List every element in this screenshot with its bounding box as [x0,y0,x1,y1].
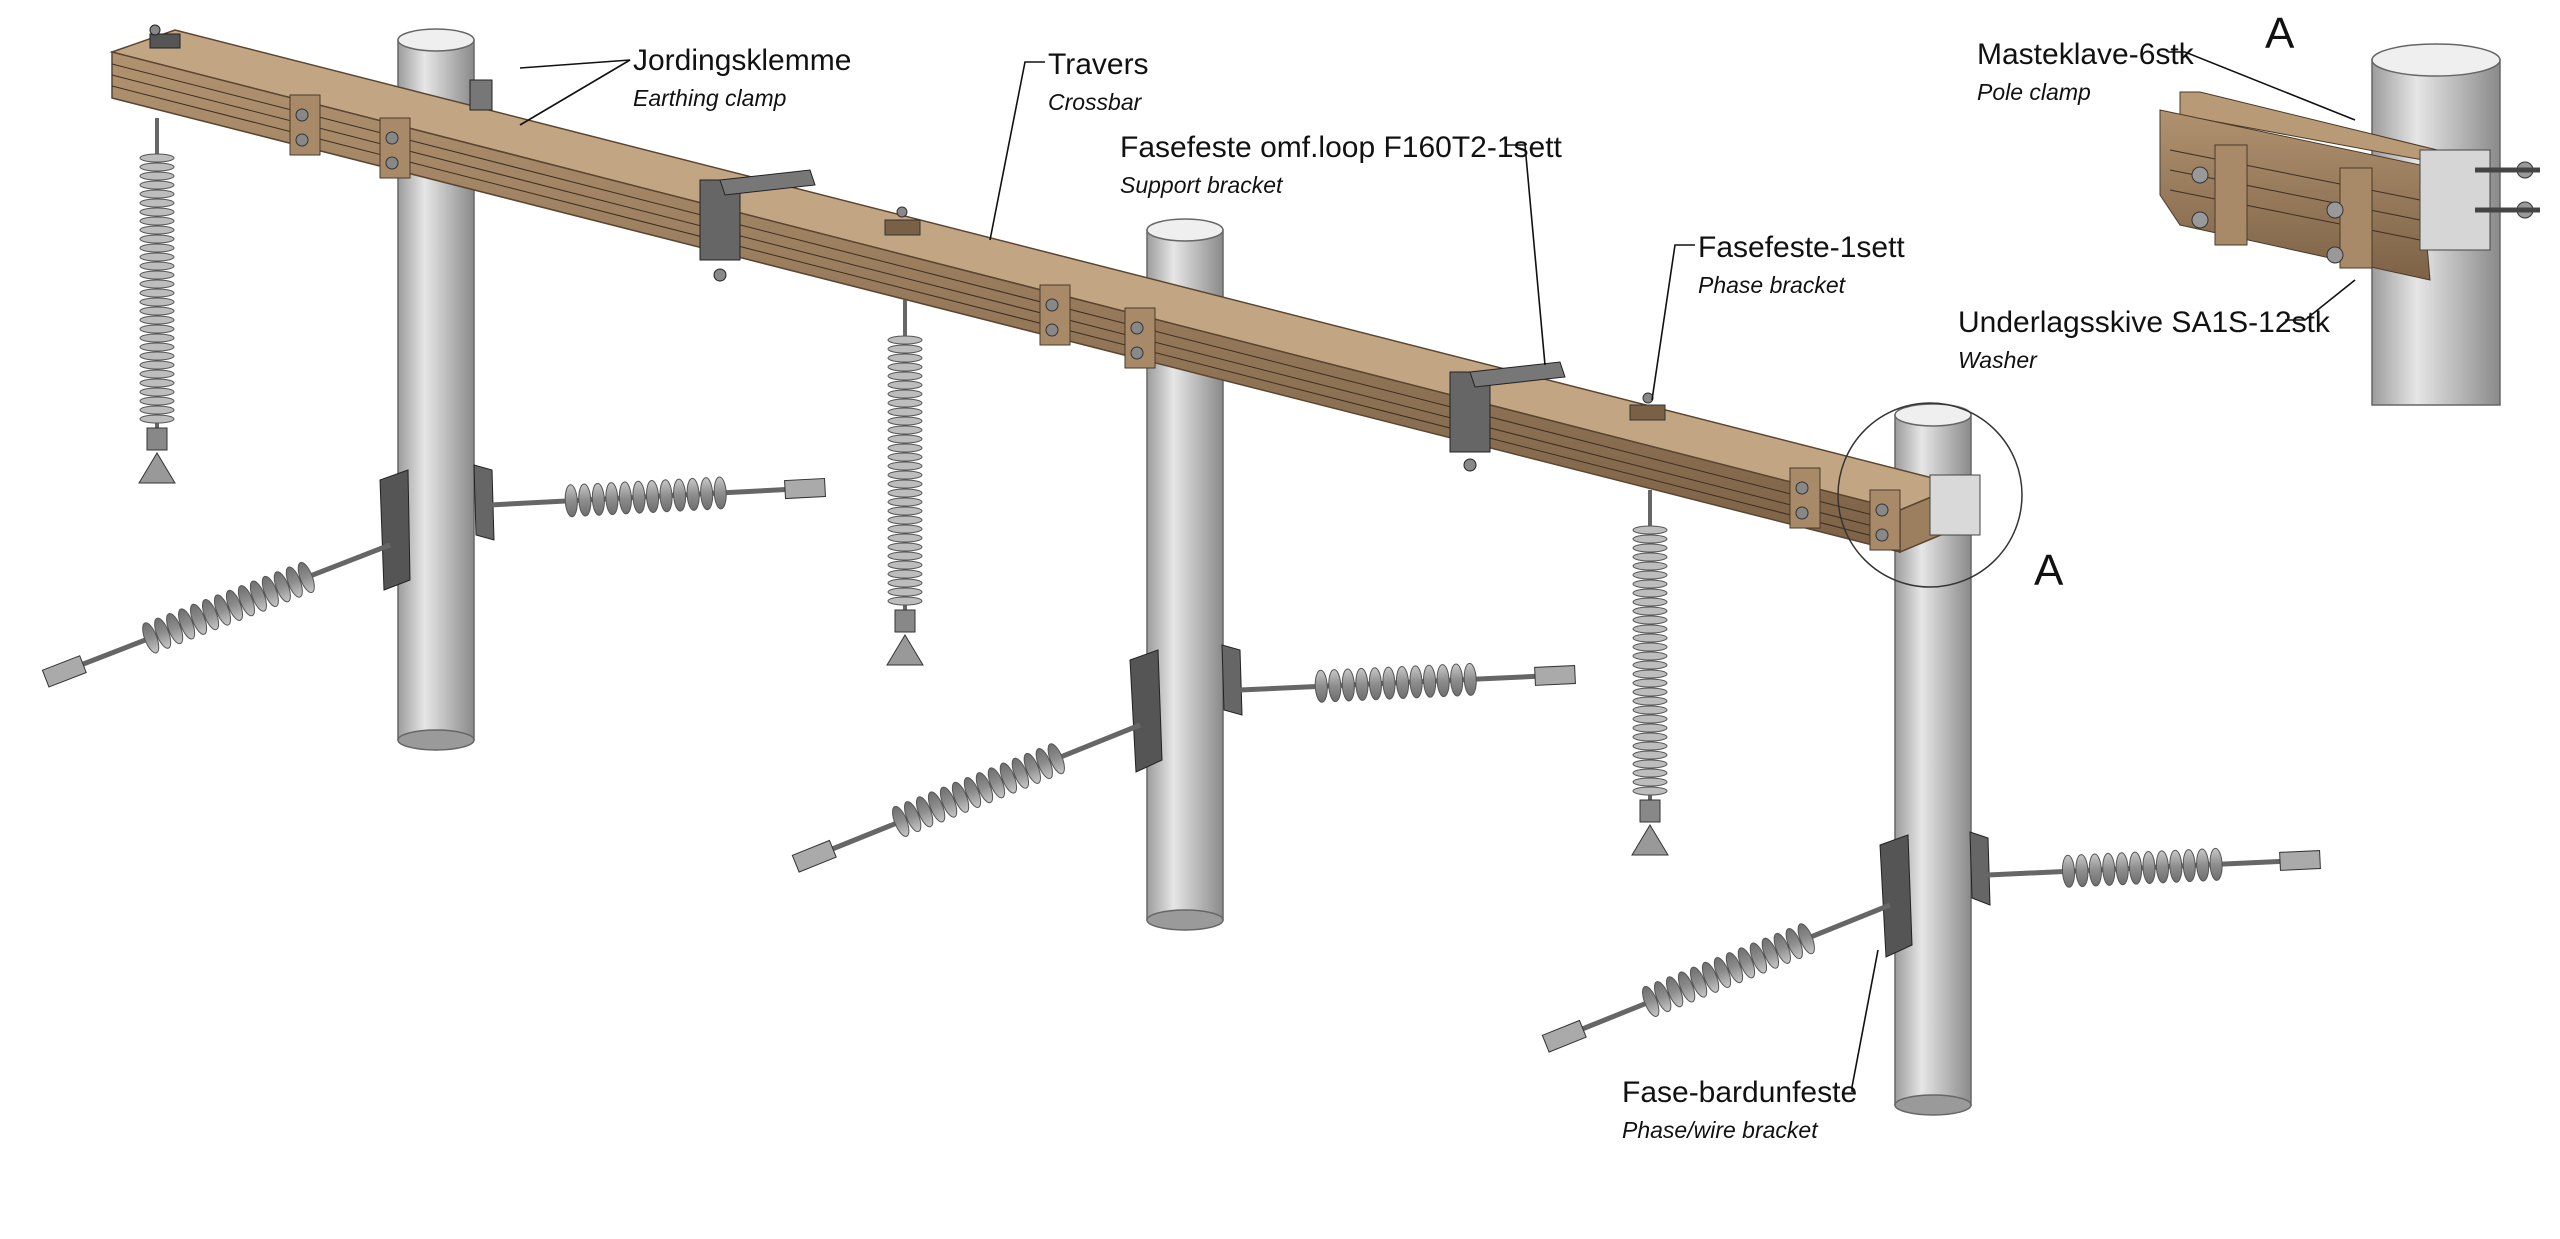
callout-support-bracket: Fasefeste omf.loop F160T2-1sett [1120,131,1563,164]
callout-pole-clamp-translation: Pole clamp [1977,79,2091,105]
support-bracket-1 [699,169,816,282]
detail-marker: A [2034,546,2064,595]
callout-earthing-clamp-translation: Earthing clamp [633,85,787,111]
phase-bracket-2 [1629,392,1666,421]
leader-washer [2285,279,2356,321]
phase-bracket-1 [884,206,921,236]
leader-support-bracket [1505,144,1546,366]
callout-phase-wire-bracket-translation: Phase/wire bracket [1622,1117,1819,1143]
callout-crossbar: Travers [1048,48,1149,81]
detail-view-title: A [2265,9,2295,58]
pole-clamp-left [289,94,411,179]
callout-support-bracket-translation: Support bracket [1120,172,1284,198]
leader-phase-bracket [1651,244,1695,401]
phase-wire-bracket-middle [1129,644,1243,773]
leader-crossbar [989,61,1045,241]
callout-washer: Underlagsskive SA1S-12stk [1958,306,2331,339]
strain-insulators [41,476,2321,1053]
suspension-insulator [138,118,176,484]
callout-earthing-clamp: Jordingsklemme [633,44,851,77]
phase-wire-bracket-right [1879,831,1991,958]
strain-insulator [1239,662,1576,703]
suspension-insulator [1631,490,1669,856]
strain-insulator [1541,902,1891,1053]
callout-washer-translation: Washer [1958,347,2038,373]
pole-clamp-right [1789,467,1981,551]
earthing-clamp-part [149,24,493,111]
callout-pole-clamp: Masteklave-6stk [1977,38,2195,71]
support-bracket-2 [1449,361,1566,472]
leader-earthing-clamp [519,59,631,126]
callout-phase-bracket: Fasefeste-1sett [1698,231,1905,264]
detail-circle [1837,402,2023,588]
callout-phase-bracket-translation: Phase bracket [1698,272,1847,298]
strain-insulator [41,542,391,688]
detail-view-a [2159,43,2540,406]
callout-crossbar-translation: Crossbar [1048,89,1143,115]
pole-clamp-middle [1039,284,1156,369]
crossbar-beam [109,29,1963,554]
leader-pole-clamp [2168,51,2356,121]
suspension-insulators [138,118,1669,856]
suspension-insulator [886,300,924,666]
phase-wire-bracket-left [379,464,495,591]
strain-insulator [1987,847,2321,888]
callout-phase-wire-bracket: Fase-bardunfeste [1622,1076,1857,1109]
strain-insulator [489,476,826,518]
leader-phase-wire-bracket [1851,949,1879,1092]
strain-insulator [791,722,1141,873]
